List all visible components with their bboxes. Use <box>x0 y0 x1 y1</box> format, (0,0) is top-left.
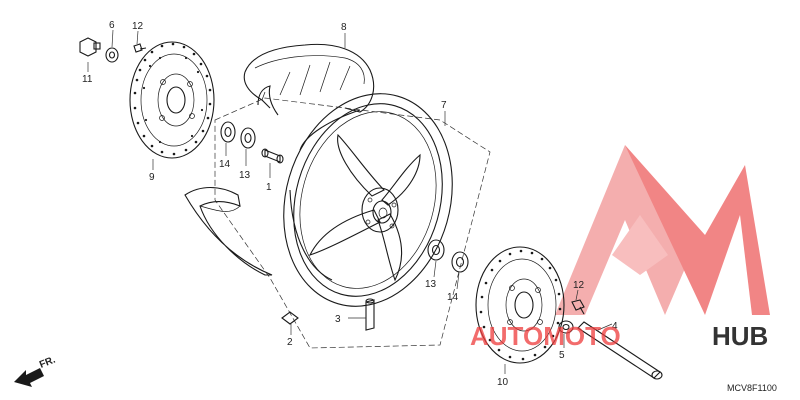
part-label-10: 10 <box>497 377 509 388</box>
bearing-14-right <box>451 251 469 273</box>
wheel-rim-7 <box>283 93 453 307</box>
part-label-9: 9 <box>149 172 155 183</box>
brake-disc-left <box>129 41 215 159</box>
part-label-11: 11 <box>82 74 93 85</box>
bearing-13-right <box>427 239 445 261</box>
collar-6 <box>105 47 119 63</box>
part-label-5: 5 <box>559 350 565 361</box>
nut-11 <box>79 37 101 57</box>
spacer-1 <box>261 148 284 164</box>
bolt-12-top <box>133 43 147 53</box>
part-label-12-top: 12 <box>132 21 144 32</box>
watermark-brand-left: AUTOMOTO <box>470 321 621 351</box>
bearing-14-left <box>220 121 236 143</box>
part-label-14-left: 14 <box>219 159 231 170</box>
part-label-6: 6 <box>109 20 115 31</box>
part-label-3: 3 <box>335 314 341 325</box>
inner-tube-lower <box>184 186 273 276</box>
part-label-13-left: 13 <box>239 170 251 181</box>
part-label-7: 7 <box>441 100 447 111</box>
part-labels: 6 12 11 8 7 9 14 13 1 13 14 2 3 12 5 4 1… <box>82 20 618 388</box>
watermark-brand-right: HUB <box>712 321 768 351</box>
collar-5 <box>558 320 574 334</box>
part-label-13-right: 13 <box>425 279 437 290</box>
bearing-13-left <box>240 127 256 149</box>
bolt-12-right <box>571 299 585 315</box>
balance-weight-2 <box>281 311 299 325</box>
part-label-14-right: 14 <box>447 292 459 303</box>
front-arrow-icon <box>14 368 44 387</box>
brake-disc-right <box>475 246 565 364</box>
part-label-1: 1 <box>266 182 272 193</box>
valve-3 <box>365 298 375 331</box>
watermark-logo <box>555 145 770 315</box>
front-indicator-label: FR. <box>38 354 57 370</box>
part-label-12-right: 12 <box>573 280 585 291</box>
part-label-8: 8 <box>341 22 347 33</box>
assembly-frame <box>214 97 491 349</box>
axle-4 <box>577 321 663 380</box>
front-direction-indicator: FR. <box>14 354 57 387</box>
part-label-4: 4 <box>612 321 618 332</box>
part-label-2: 2 <box>287 337 293 348</box>
watermark-text: AUTOMOTO HUB <box>470 321 768 351</box>
leader-lines <box>87 29 613 374</box>
diagram-code: MCV8F1100 <box>727 383 777 393</box>
tire-8 <box>243 43 375 116</box>
